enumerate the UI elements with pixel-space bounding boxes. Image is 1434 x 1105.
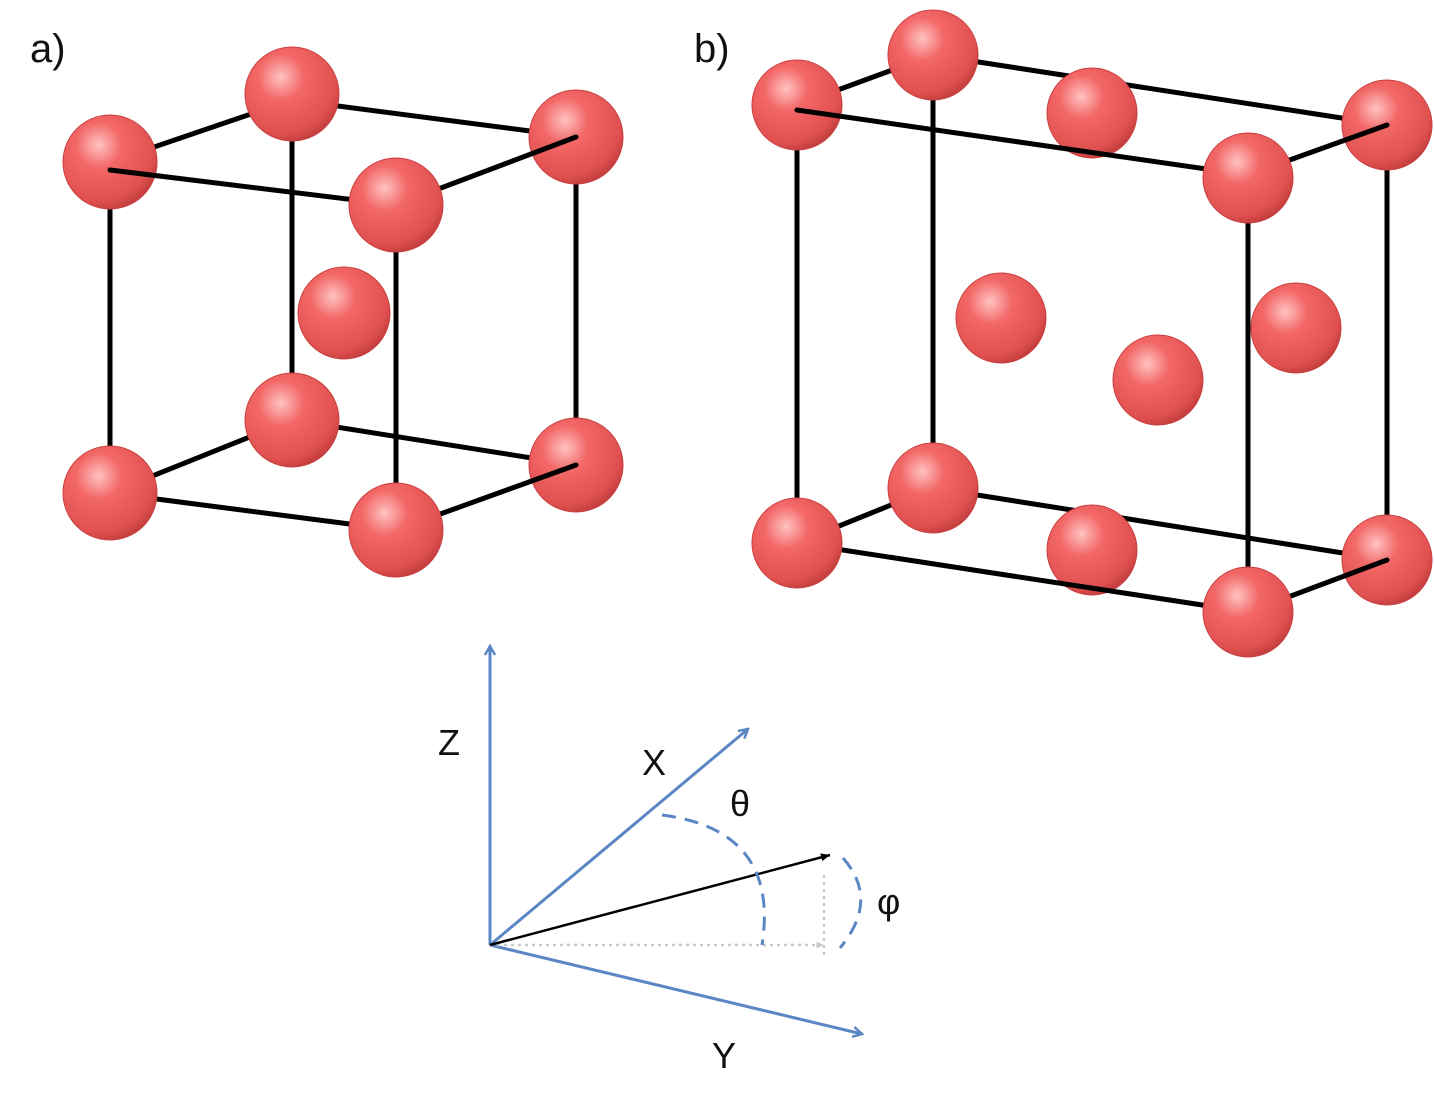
- bond: [794, 107, 1251, 178]
- phi-label: φ: [877, 881, 900, 922]
- fcc-unit-cell: b): [694, 9, 1433, 658]
- atom: [1202, 132, 1294, 224]
- y-axis-arrow: [489, 943, 862, 1034]
- face-center-atom: [1112, 334, 1204, 426]
- panel-b-label: b): [694, 27, 730, 71]
- phi-arc: [838, 857, 863, 949]
- face-center-atom: [1250, 282, 1342, 374]
- atom: [887, 442, 979, 534]
- direction-vector-arrow: [489, 853, 831, 947]
- atom: [751, 497, 843, 589]
- face-center-atom: [955, 272, 1047, 364]
- x-axis-label: X: [642, 742, 666, 783]
- atom: [244, 46, 340, 142]
- atom: [62, 114, 158, 210]
- face-center-atom: [1046, 67, 1138, 159]
- bond: [107, 490, 399, 533]
- theta-arc: [661, 813, 766, 946]
- y-axis-label: Y: [712, 1035, 736, 1076]
- coordinate-axes: Z X Y θ φ: [438, 646, 900, 1076]
- theta-label: θ: [730, 783, 750, 824]
- atom: [62, 445, 158, 541]
- panel-a-label: a): [30, 27, 66, 71]
- z-axis-label: Z: [438, 722, 460, 763]
- face-center-atom: [1046, 504, 1138, 596]
- atom: [348, 157, 444, 253]
- bcc-unit-cell: a): [30, 27, 624, 578]
- atom: [348, 482, 444, 578]
- bond: [794, 540, 1251, 615]
- body-center-atom: [297, 266, 391, 360]
- atom: [887, 9, 979, 101]
- atom: [1202, 566, 1294, 658]
- bond: [289, 97, 579, 140]
- bond: [930, 485, 1390, 563]
- x-axis-arrow: [489, 729, 748, 947]
- bond: [107, 167, 399, 208]
- bond: [930, 52, 1390, 128]
- atom: [751, 59, 843, 151]
- atom: [244, 372, 340, 468]
- bond: [289, 417, 579, 468]
